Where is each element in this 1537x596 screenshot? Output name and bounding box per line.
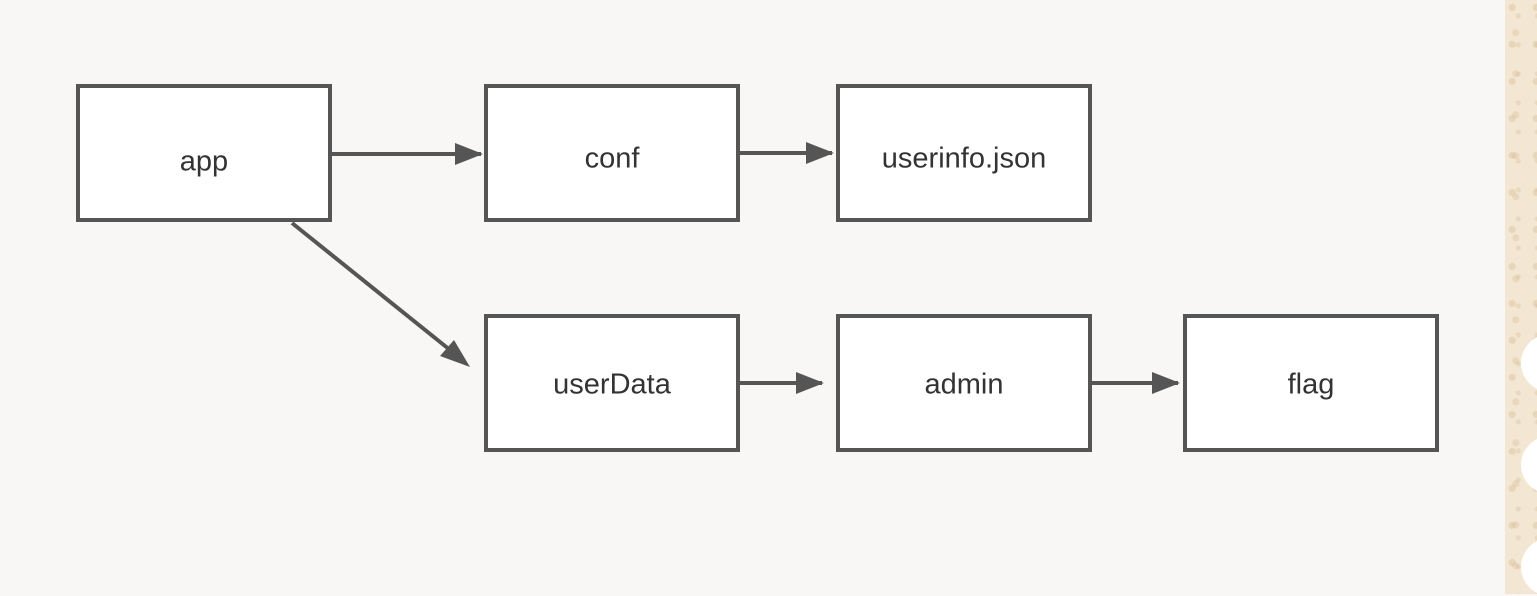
node-conf-label: conf bbox=[585, 143, 641, 175]
node-admin-label: admin bbox=[925, 369, 1004, 401]
directory-diagram: app conf userinfo.json userData admin fl… bbox=[76, 84, 1439, 452]
side-panel bbox=[1505, 0, 1537, 596]
node-userdata: userData bbox=[484, 314, 740, 452]
node-admin: admin bbox=[836, 314, 1092, 452]
node-userinfo-json-label: userinfo.json bbox=[882, 143, 1046, 175]
node-flag: flag bbox=[1183, 314, 1439, 452]
node-conf: conf bbox=[484, 84, 740, 222]
side-circle-button[interactable] bbox=[1521, 334, 1537, 392]
node-userinfo-json: userinfo.json bbox=[836, 84, 1092, 222]
edge-admin-to-flag-arrowhead bbox=[1152, 372, 1180, 394]
node-app-label: app bbox=[180, 146, 228, 178]
edge-app-to-userdata bbox=[290, 221, 462, 360]
edge-conf-to-userinfo-arrowhead bbox=[806, 142, 834, 164]
node-flag-label: flag bbox=[1288, 369, 1335, 401]
side-circle-button[interactable] bbox=[1521, 436, 1537, 494]
node-app: app bbox=[76, 84, 332, 222]
edge-app-to-userdata-arrowhead bbox=[440, 340, 470, 367]
edges bbox=[290, 142, 1180, 394]
side-circle-button[interactable] bbox=[1521, 538, 1537, 596]
edge-userdata-to-admin-arrowhead bbox=[796, 372, 824, 394]
node-userdata-label: userData bbox=[553, 369, 672, 401]
edge-app-to-conf-arrowhead bbox=[455, 143, 483, 165]
